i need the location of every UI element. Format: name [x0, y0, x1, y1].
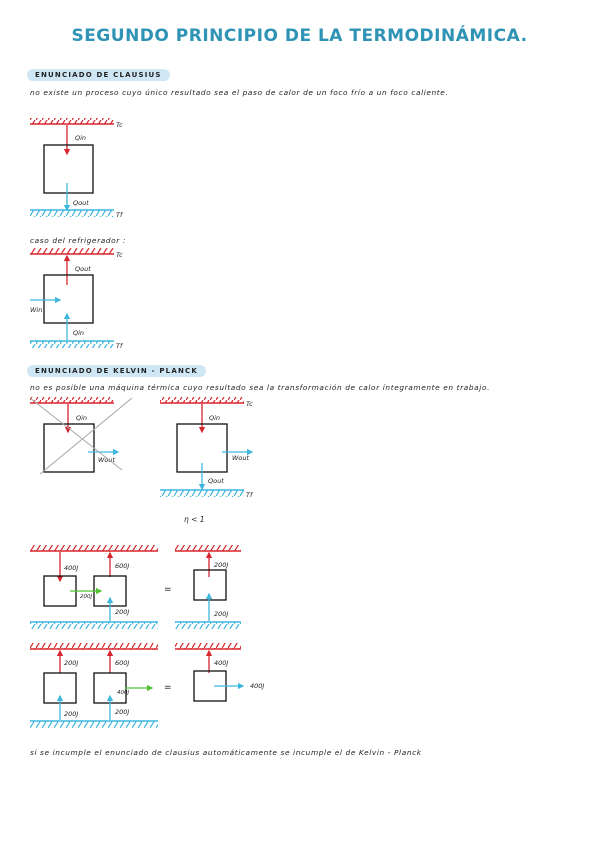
work-label: 400J	[117, 690, 129, 696]
example-1-left: 400J 600J 200J 200J	[30, 545, 158, 629]
result-top-label: 400J	[214, 659, 228, 667]
clausius-statement: no existe un proceso cuyo único resultad…	[30, 88, 449, 97]
equals-sign: =	[164, 683, 172, 693]
wout-label: Wout	[98, 456, 116, 464]
kelvin-heading: ENUNCIADO DE KELVIN - PLANCK	[27, 365, 206, 377]
example-2-left: 200J 600J 400J 200J 200J	[30, 643, 158, 728]
result-out-label: 400J	[250, 682, 264, 690]
qin-label: Qin	[75, 134, 86, 142]
kelvin-crossed-figure: Qin Wout	[29, 397, 133, 475]
page-title: SEGUNDO PRINCIPIO DE LA TERMODINÁMICA.	[71, 26, 528, 46]
hot-reservoir-label: Tc	[116, 251, 123, 259]
clausius-figure-2: Tc Qout Win Qin Tf	[30, 248, 124, 350]
work-label: 200J	[80, 594, 92, 600]
left-top-label: 200J	[64, 659, 78, 667]
result-bottom-label: 200J	[214, 610, 228, 618]
result-top-label: 200J	[214, 561, 228, 569]
win-label: Win	[30, 306, 42, 314]
right-bottom-label: 200J	[115, 708, 129, 716]
hot-reservoir-label: Tc	[116, 121, 123, 129]
cold-reservoir-label: Tf	[246, 491, 254, 499]
cross-line	[29, 397, 123, 471]
kelvin-statement: no es posible una máquina térmica cuyo r…	[30, 383, 491, 392]
right-in-label: 200J	[115, 608, 129, 616]
fridge-label: caso del refrigerador :	[30, 236, 126, 245]
left-in-label: 400J	[64, 564, 78, 572]
wout-label: Wout	[232, 454, 250, 462]
cold-reservoir-label: Tf	[116, 211, 124, 219]
cold-reservoir-label: Tf	[116, 342, 124, 350]
kelvin-engine-figure: Tc Qin Wout Qout Tf	[160, 397, 254, 499]
hot-reservoir-label: Tc	[246, 400, 253, 408]
clausius-figure-1: Tc Qin Qout Tf	[30, 118, 124, 219]
qout-label: Qout	[75, 265, 91, 273]
efficiency-note: η < 1	[184, 515, 205, 524]
example-2-result: 400J 400J	[175, 643, 264, 702]
qin-label: Qin	[73, 329, 84, 337]
system-box	[43, 274, 94, 324]
hot-reservoir-hatch	[30, 118, 114, 124]
qin-label: Qin	[209, 414, 220, 422]
conclusion-text: si se incumple el enunciado de clausius …	[30, 748, 422, 757]
qout-label: Qout	[208, 477, 224, 485]
right-top-label: 600J	[115, 659, 129, 667]
left-bottom-label: 200J	[64, 710, 78, 718]
cross-line	[39, 397, 133, 475]
right-out-label: 600J	[115, 562, 129, 570]
equals-sign: =	[164, 585, 172, 595]
qout-label: Qout	[73, 199, 89, 207]
qin-label: Qin	[76, 414, 87, 422]
system-box	[43, 144, 94, 194]
example-1-result: 200J 200J	[175, 545, 241, 629]
cold-reservoir-hatch	[30, 210, 114, 217]
clausius-heading: ENUNCIADO DE CLAUSIUS	[27, 69, 170, 81]
